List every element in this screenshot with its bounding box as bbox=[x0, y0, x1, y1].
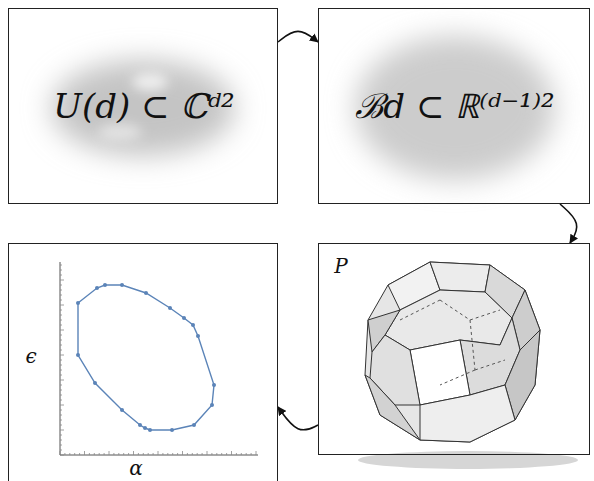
data-point bbox=[191, 323, 195, 327]
data-point bbox=[196, 334, 200, 338]
data-point bbox=[182, 316, 186, 320]
data-point bbox=[138, 423, 142, 427]
fuzzy-set bbox=[51, 36, 555, 180]
data-point bbox=[95, 286, 99, 290]
chart bbox=[60, 262, 258, 455]
panel: P bbox=[318, 243, 590, 455]
data-point bbox=[120, 283, 124, 287]
panel: ℬd ⊂ ℝ⁽ᵈ⁻¹⁾² bbox=[318, 8, 590, 204]
data-point bbox=[192, 423, 196, 427]
data-point bbox=[93, 381, 97, 385]
data-point bbox=[103, 283, 107, 287]
data-point bbox=[76, 353, 80, 357]
curved-arrow bbox=[278, 31, 318, 42]
data-point bbox=[120, 408, 124, 412]
data-point bbox=[210, 403, 214, 407]
data-point bbox=[148, 428, 152, 432]
axis-label: ϵ bbox=[25, 345, 36, 368]
label-text: U(d) ⊂ ℂᵈ² bbox=[53, 87, 234, 126]
data-point bbox=[212, 383, 216, 387]
data-point bbox=[144, 291, 148, 295]
curved-arrow bbox=[278, 407, 318, 430]
data-point bbox=[170, 428, 174, 432]
polytope bbox=[358, 262, 578, 469]
panel: U(d) ⊂ ℂᵈ² bbox=[8, 8, 278, 204]
label-text: P bbox=[334, 255, 347, 278]
data-point bbox=[143, 426, 147, 430]
axis-label: α bbox=[129, 457, 143, 480]
chart-panel: ϵα bbox=[8, 243, 278, 481]
label-text: ℬd ⊂ ℝ⁽ᵈ⁻¹⁾² bbox=[355, 87, 554, 126]
curved-arrow bbox=[560, 204, 577, 243]
data-point bbox=[168, 306, 172, 310]
data-point bbox=[76, 301, 80, 305]
